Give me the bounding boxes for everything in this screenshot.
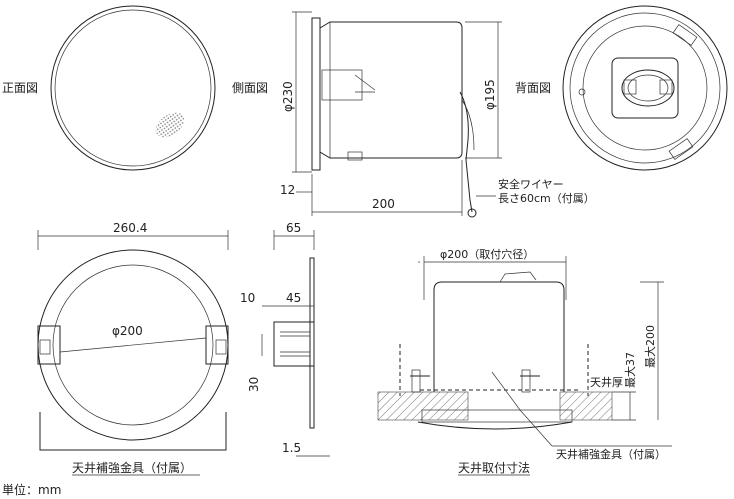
ceiling-right: [559, 391, 613, 421]
cutout-dim: φ200（取付穴径）: [440, 247, 534, 261]
rear-terminal-block: [611, 57, 679, 119]
bracket-plate: [309, 257, 315, 429]
side-can-height-dim: φ195: [483, 79, 497, 110]
front-view: 正面図: [2, 5, 216, 171]
bracket-body: [273, 321, 315, 367]
bracket-thickness-dim: 1.5: [282, 441, 301, 455]
side-view-label: 側面図: [232, 81, 268, 95]
front-outer-ring: [50, 5, 216, 171]
side-can-body: [319, 21, 463, 159]
bracket-height-dim: 30: [247, 377, 261, 392]
safety-wire-note-2: 長さ60cm（付属）: [498, 192, 595, 205]
side-bracket: [321, 69, 363, 101]
bracket-width-dim: 65: [286, 221, 301, 235]
flange-thickness-dim: 12: [280, 183, 295, 197]
side-height-dim: φ230: [281, 81, 295, 112]
side-foot: [347, 151, 363, 161]
outer-diameter-dim: 260.4: [113, 221, 147, 235]
safety-wire-note-1: 安全ワイヤー: [498, 177, 564, 191]
ring-inner: [52, 264, 214, 426]
inner-diameter-dim: φ200: [112, 324, 143, 338]
ring-bracket-right: [205, 325, 229, 365]
rear-outer-ring: [562, 5, 728, 171]
ceiling-mount-label: 天井取付寸法: [458, 461, 530, 475]
front-inner-ring: [54, 9, 212, 167]
bracket-offset-dim: 10: [240, 291, 255, 305]
bracket-slot-dim: 45: [286, 291, 301, 305]
rear-view-label: 背面図: [515, 81, 551, 95]
side-view: φ230 φ195 12 200 側面図 安全ワイヤー 長さ60cm（付属）: [232, 11, 595, 218]
ceiling-left: [377, 391, 469, 421]
reinforcement-label: 天井補強金具（付属）: [72, 460, 192, 475]
unit-note: 単位：mm: [2, 482, 61, 497]
depth-dim: 200: [372, 197, 395, 211]
reinforcement-bracket: [39, 412, 227, 451]
ceiling-mount-view: φ200（取付穴径） 天井厚 最大37 最大200 天井補強金具（付属） 天井取…: [377, 247, 672, 476]
ceiling-can-body: [433, 281, 565, 392]
reinforcement-label-2: 天井補強金具（付属）: [556, 447, 666, 461]
ceiling-thickness-label: 天井厚: [590, 375, 623, 389]
bracket-detail: 65 10 45 30 1.5: [240, 221, 330, 457]
max-depth-dim: 最大200: [643, 325, 657, 368]
ceiling-flange: [421, 409, 573, 423]
front-grille-pattern: [155, 112, 185, 138]
front-view-label: 正面図: [2, 81, 38, 95]
ring-bracket-left: [37, 325, 61, 365]
side-safety-wire: [459, 91, 473, 213]
rear-view: 背面図: [515, 5, 728, 171]
side-flange: [311, 17, 321, 171]
ceiling-thickness-value: 最大37: [623, 352, 637, 388]
ring-view: φ200 260.4 天井補強金具（付属）: [37, 221, 229, 476]
